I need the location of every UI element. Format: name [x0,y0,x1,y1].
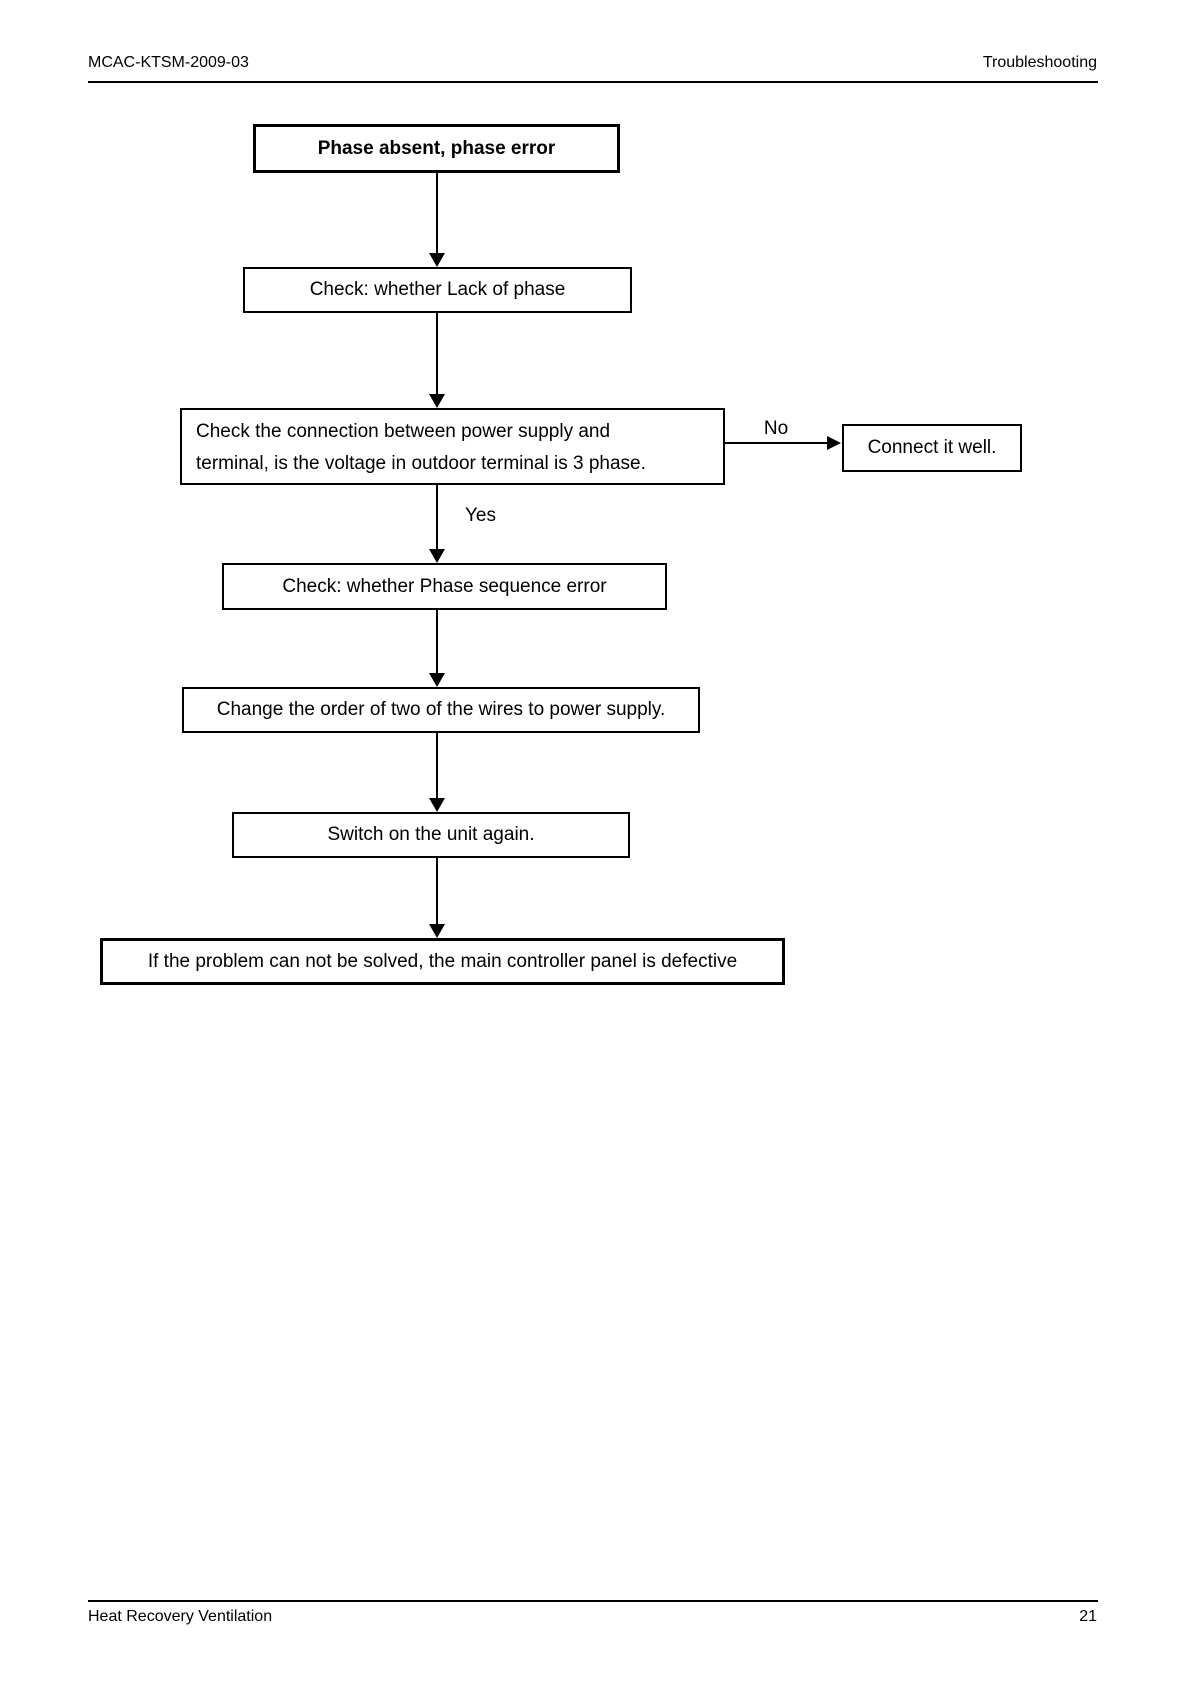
node-switch-on-again: Switch on the unit again. [232,812,630,858]
arrow-down-head-icon [429,798,445,812]
node-text: If the problem can not be solved, the ma… [147,950,738,972]
label-yes: Yes [465,505,496,526]
node-connect-it-well: Connect it well. [842,424,1022,472]
arrow-down-line [436,858,438,924]
node-text: Check: whether Phase sequence error [282,575,607,597]
arrow-down-line [436,485,438,549]
footer-rule [88,1600,1098,1602]
node-text: Check: whether Lack of phase [309,279,566,301]
arrow-right-line [725,442,827,444]
arrow-down-head-icon [429,549,445,563]
arrow-right-head-icon [827,436,841,450]
node-main-controller-defective: If the problem can not be solved, the ma… [100,938,785,985]
arrow-down-head-icon [429,673,445,687]
node-text: Connect it well. [867,437,997,459]
node-phase-error-title: Phase absent, phase error [253,124,620,173]
node-check-connection: Check the connection between power suppl… [180,408,725,485]
node-text-line2: terminal, is the voltage in outdoor term… [196,453,646,474]
footer-document-title: Heat Recovery Ventilation [88,1608,273,1625]
header-rule [88,81,1098,83]
node-text: Phase absent, phase error [317,137,556,159]
arrow-down-line [436,173,438,253]
node-text: Switch on the unit again. [327,824,535,846]
header-section-title: Troubleshooting [982,54,1097,71]
arrow-down-line [436,610,438,673]
label-no: No [763,418,789,439]
node-check-lack-of-phase: Check: whether Lack of phase [243,267,632,313]
node-check-phase-sequence: Check: whether Phase sequence error [222,563,667,610]
arrow-down-line [436,313,438,394]
arrow-down-line [436,733,438,798]
page-number: 21 [1079,1608,1097,1625]
arrow-down-head-icon [429,253,445,267]
node-change-wire-order: Change the order of two of the wires to … [182,687,700,733]
arrow-down-head-icon [429,394,445,408]
node-text: Change the order of two of the wires to … [216,699,666,721]
arrow-down-head-icon [429,924,445,938]
node-text-line1: Check the connection between power suppl… [196,421,611,442]
document-code: MCAC-KTSM-2009-03 [88,54,249,71]
